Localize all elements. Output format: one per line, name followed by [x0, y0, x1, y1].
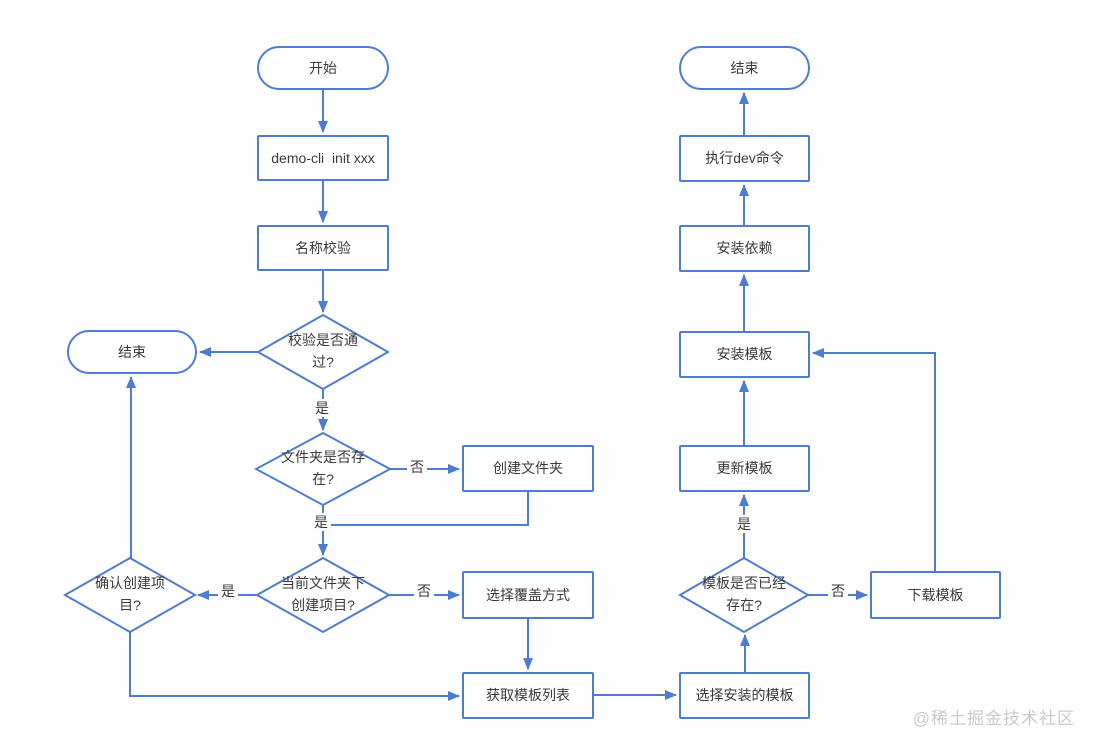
node-folder-exists: 文件夹是否存在?	[281, 449, 365, 487]
node-init-command: demo-cli init xxx	[257, 135, 389, 181]
node-choose-overwrite: 选择覆盖方式	[462, 571, 594, 619]
node-end-left: 结束	[67, 330, 197, 374]
edge-label-check-pass-yes: 是	[312, 398, 332, 418]
edge-label-template-exists-no: 否	[828, 581, 848, 601]
node-choose-template: 选择安装的模板	[679, 672, 810, 719]
edge-create-folder-loop	[323, 492, 529, 526]
node-install-template: 安装模板	[679, 331, 810, 378]
edge-label-template-exists-yes: 是	[734, 514, 754, 534]
edge-label-create-in-current-no: 否	[414, 581, 434, 601]
edge-download-template-to-install-template	[812, 348, 936, 571]
watermark: @稀土掘金技术社区	[912, 708, 1075, 728]
node-start: 开始	[257, 46, 389, 90]
node-check-pass: 校验是否通过?	[288, 332, 358, 370]
node-confirm-create: 确认创建项目?	[95, 575, 165, 613]
decision-template-exists-shape	[678, 556, 810, 634]
node-create-folder: 创建文件夹	[462, 445, 594, 492]
decision-create-in-current-shape	[254, 556, 392, 634]
decision-check-pass-shape	[255, 313, 391, 391]
node-template-exists: 模板是否已经存在?	[702, 575, 786, 613]
edge-label-folder-exists-yes: 是	[311, 512, 331, 532]
edge-label-create-in-current-yes: 是	[218, 581, 238, 601]
node-end-right: 结束	[679, 46, 810, 90]
node-run-dev: 执行dev命令	[679, 135, 810, 182]
edge-confirm-create-to-fetch-templates	[129, 632, 460, 701]
node-name-check: 名称校验	[257, 225, 389, 271]
edge-label-folder-exists-no: 否	[407, 457, 427, 477]
node-update-template: 更新模板	[679, 445, 810, 492]
decision-confirm-create-shape	[62, 556, 198, 634]
decision-folder-exists-shape	[253, 431, 393, 507]
node-download-template: 下载模板	[870, 571, 1001, 619]
node-install-deps: 安装依赖	[679, 225, 810, 272]
node-fetch-templates: 获取模板列表	[462, 672, 594, 719]
node-create-in-current: 当前文件夹下创建项目?	[281, 575, 365, 613]
